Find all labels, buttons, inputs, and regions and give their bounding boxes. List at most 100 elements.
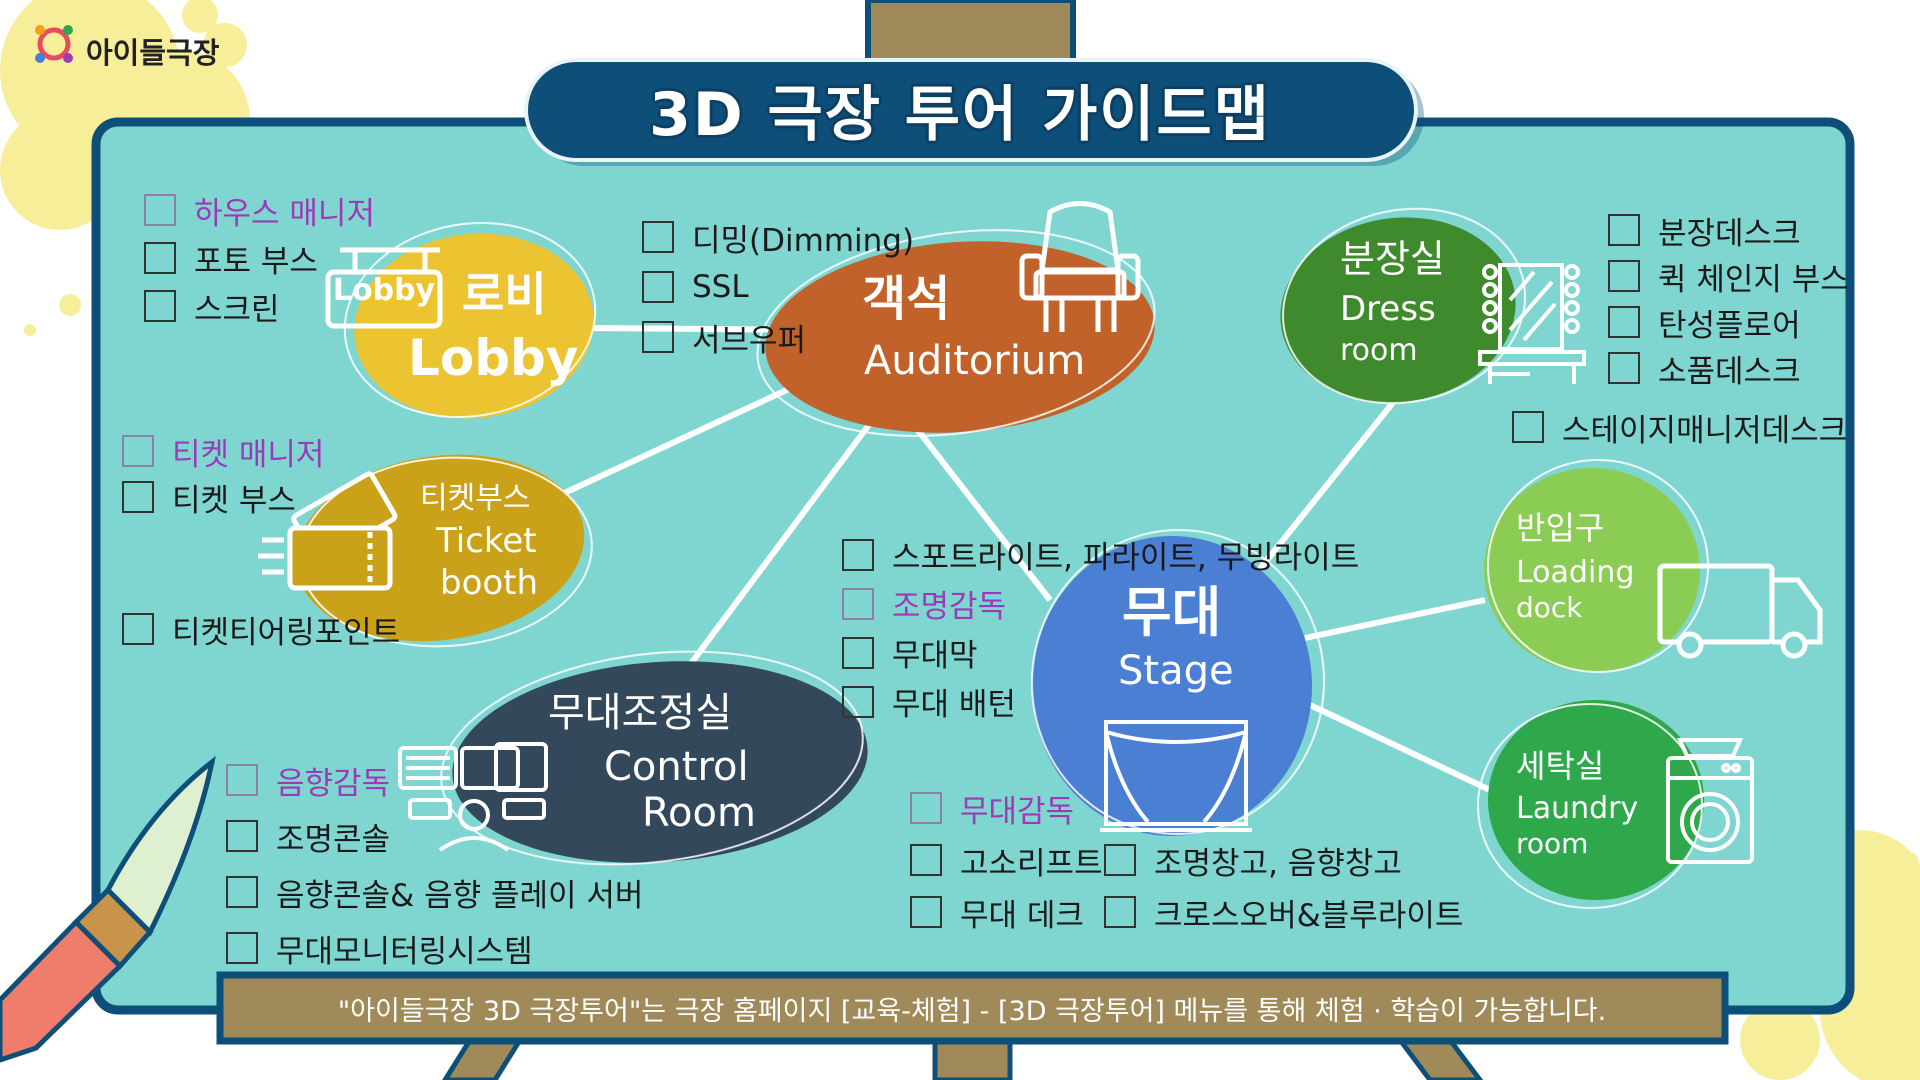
checklist-item-label: 무대막: [892, 638, 978, 674]
chair-icon: [1019, 201, 1141, 332]
checklist-item-label: 퀵 체인지 부스: [1658, 261, 1849, 298]
checklist-item[interactable]: 소품데스크: [1608, 345, 1849, 391]
laundry-room-hub[interactable]: [1488, 700, 1704, 900]
checkbox[interactable]: [1608, 260, 1640, 292]
checkbox[interactable]: [842, 685, 874, 718]
checklist-item[interactable]: 조명감독: [842, 579, 1359, 628]
checklist-item[interactable]: 음향콘솔& 음향 플레이 서버: [226, 864, 643, 920]
checklist-item[interactable]: 하우스 매니저: [144, 186, 375, 234]
checkbox[interactable]: [226, 764, 258, 796]
checklist-item[interactable]: 무대모니터링시스템: [226, 920, 643, 976]
checklist-item[interactable]: 조명콘솔: [226, 808, 643, 864]
loading-dock-label-ko: 반입구: [1516, 509, 1605, 547]
control-room-label-en2: Room: [642, 790, 756, 836]
checklist-item[interactable]: 서브우퍼: [642, 312, 914, 362]
checklist-item-label: 무대모니터링시스템: [276, 933, 533, 970]
checklist-item-label: 조명콘솔: [276, 821, 391, 858]
lobby-hub[interactable]: [345, 222, 603, 430]
checkbox[interactable]: [226, 876, 258, 908]
checklist-item[interactable]: 스포트라이트, 파라이트, 무빙라이트: [842, 530, 1359, 579]
ticket-icon: [258, 471, 398, 591]
checklist-item[interactable]: 크로스오버&블루라이트: [1104, 886, 1463, 938]
checklist-item[interactable]: 디밍(Dimming): [642, 212, 914, 262]
stage-label-ko: 무대: [1122, 581, 1222, 644]
laundry-room-label-ko: 세탁실: [1516, 747, 1605, 785]
stage-curtain-icon: [1100, 720, 1252, 832]
checkbox[interactable]: [144, 242, 176, 274]
title-banner: [524, 58, 1424, 166]
checkbox[interactable]: [910, 844, 942, 876]
washing-machine-icon: [1666, 738, 1754, 864]
checkbox[interactable]: [122, 481, 154, 513]
checkbox[interactable]: [910, 792, 942, 824]
checklist-item[interactable]: 무대 데크: [910, 886, 1103, 938]
checklist-item[interactable]: 분장데스크: [1608, 207, 1849, 253]
checkbox[interactable]: [1104, 844, 1136, 876]
checklist-item-label: 무대 데크: [960, 897, 1084, 934]
checkbox[interactable]: [1608, 306, 1640, 338]
checkbox[interactable]: [1512, 411, 1544, 443]
checkbox[interactable]: [910, 896, 942, 928]
checkbox[interactable]: [642, 321, 674, 353]
checklist-item[interactable]: 티켓 매니저: [122, 428, 324, 474]
checklist-item-label: 조명창고, 음향창고: [1154, 845, 1402, 882]
checklist-item[interactable]: 조명창고, 음향창고: [1104, 834, 1463, 886]
auditorium-label-ko: 객석: [862, 271, 951, 327]
auditorium-hub[interactable]: [759, 229, 1161, 446]
checklist-item-label: 디밍(Dimming): [692, 222, 915, 259]
ticket-hub[interactable]: [284, 437, 597, 660]
checkbox[interactable]: [642, 221, 674, 253]
checklist-item[interactable]: 포토 부스: [144, 234, 375, 282]
checklist-item[interactable]: 스테이지매니저데스크: [1512, 404, 1847, 450]
stage-hub[interactable]: [1032, 536, 1312, 836]
checkbox[interactable]: [842, 587, 874, 620]
checklist-item[interactable]: 음향감독: [226, 752, 643, 808]
laundry-room-label-en1: Laundry: [1516, 791, 1639, 826]
checkbox[interactable]: [1608, 214, 1640, 246]
checklist-item[interactable]: 무대막: [842, 628, 1359, 677]
dress-room-label-en1: Dress: [1340, 289, 1436, 329]
checklist-item[interactable]: 티켓 부스: [122, 474, 324, 520]
lobby-label-ko: 로비: [462, 267, 547, 321]
connector-lines: [558, 325, 1492, 793]
checkbox[interactable]: [1104, 896, 1136, 928]
ticket-label-en2: booth: [440, 563, 539, 603]
control-room-hub[interactable]: [446, 648, 875, 877]
stage-label-en: Stage: [1118, 648, 1234, 694]
checklist-item[interactable]: 티켓티어링포인트: [122, 606, 400, 652]
checkbox[interactable]: [122, 613, 154, 645]
checklist-item[interactable]: 퀵 체인지 부스: [1608, 253, 1849, 299]
checkbox[interactable]: [1608, 352, 1640, 384]
auditorium-label-en: Auditorium: [864, 338, 1086, 384]
checkbox[interactable]: [144, 194, 176, 226]
dress-extra-checklist: 스테이지매니저데스크: [1512, 404, 1847, 450]
dress-room-hub[interactable]: [1268, 202, 1527, 417]
checklist-item[interactable]: 스크린: [144, 282, 375, 330]
loading-dock-hub[interactable]: [1484, 468, 1700, 672]
checkbox[interactable]: [842, 636, 874, 669]
checkbox[interactable]: [226, 820, 258, 852]
checklist-item-label: 조명감독: [892, 589, 1007, 625]
checklist-item-label: 크로스오버&블루라이트: [1154, 897, 1464, 934]
checkbox[interactable]: [144, 290, 176, 322]
paint-splash-dots: [24, 294, 1918, 868]
checklist-item[interactable]: 무대감독: [910, 782, 1103, 834]
checklist-item-label: 티켓티어링포인트: [172, 614, 401, 651]
checkbox[interactable]: [642, 271, 674, 303]
checklist-item[interactable]: SSL: [642, 262, 914, 312]
checklist-item-label: 포토 부스: [194, 243, 318, 280]
checkbox[interactable]: [226, 932, 258, 964]
checklist-item[interactable]: 탄성플로어: [1608, 299, 1849, 345]
checklist-item[interactable]: 무대 배턴: [842, 677, 1359, 726]
checklist-item[interactable]: 고소리프트: [910, 834, 1103, 886]
control-room-label-ko: 무대조정실: [548, 690, 732, 736]
lobby-sign-label: Lobby: [332, 273, 436, 308]
control-room-label-en1: Control: [604, 744, 749, 790]
checkbox[interactable]: [842, 538, 874, 571]
checkbox[interactable]: [122, 435, 154, 467]
